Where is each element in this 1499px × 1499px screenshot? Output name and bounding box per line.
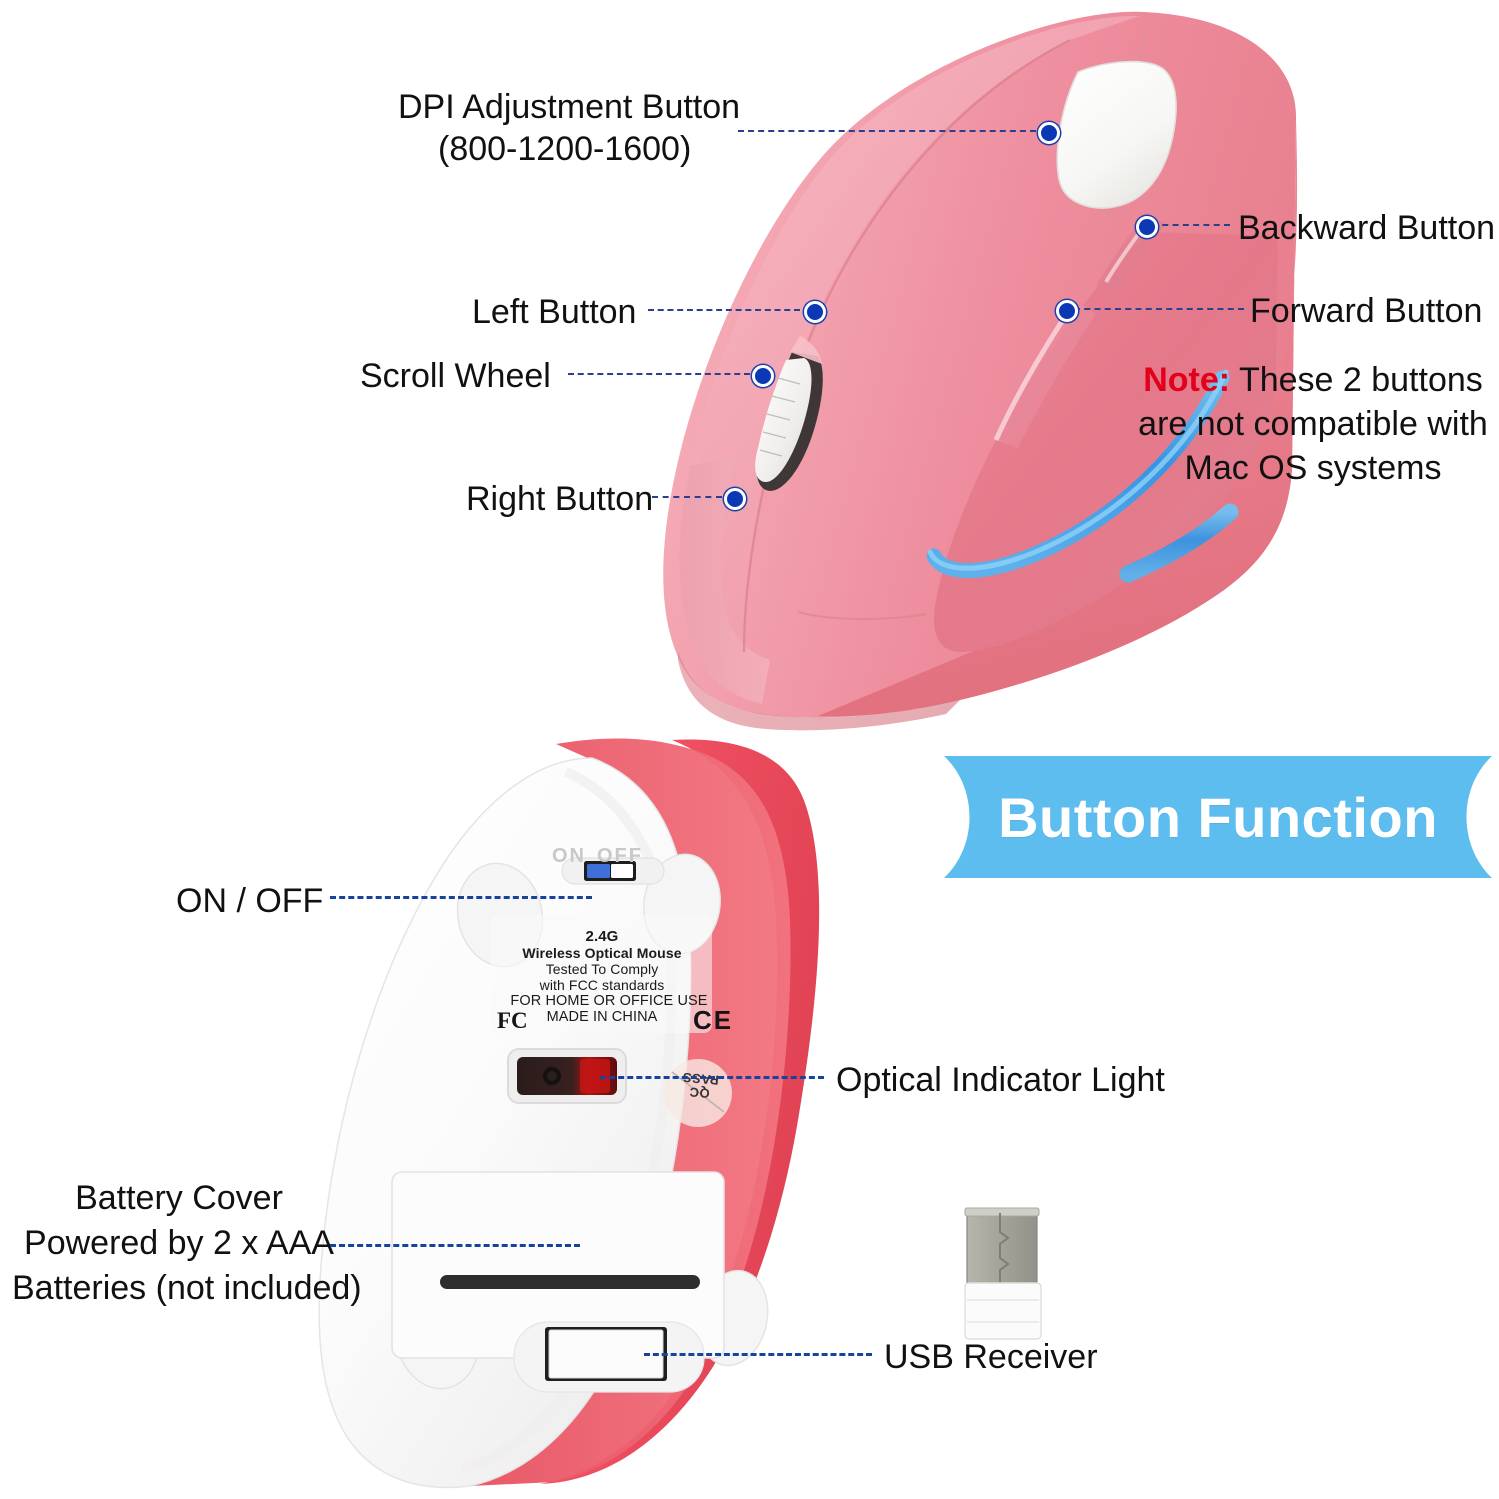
dpi-label-line1: DPI Adjustment Button	[398, 88, 741, 126]
fcc-mark-icon: FC	[497, 1008, 528, 1033]
callout-dot-left-button[interactable]	[804, 301, 826, 323]
leader-optical-indicator	[600, 1076, 824, 1079]
leader-backward	[1152, 224, 1230, 226]
leader-on-off	[330, 896, 592, 899]
label-right-button: Right Button	[466, 480, 654, 518]
label-line-3: Tested To Comply	[545, 961, 659, 977]
label-line-2: Wireless Optical Mouse	[522, 945, 682, 961]
label-dpi-adjustment-button: DPI Adjustment Button (800-1200-1600)	[398, 86, 740, 170]
label-forward-button: Forward Button	[1250, 292, 1483, 330]
leader-right-button	[652, 496, 722, 498]
label-left-button: Left Button	[472, 293, 637, 331]
usb-dongle-body	[964, 1282, 1042, 1340]
note-line1: Note: These 2 buttons	[1138, 358, 1488, 402]
leader-forward	[1074, 308, 1244, 310]
dpi-label-line2: (800-1200-1600)	[438, 130, 692, 169]
label-optical-indicator-light: Optical Indicator Light	[836, 1061, 1165, 1099]
usb-connector-metal	[966, 1212, 1038, 1286]
note-line3: Mac OS systems	[1184, 449, 1442, 488]
callout-dot-forward-button[interactable]	[1056, 300, 1078, 322]
button-function-banner: Button Function	[944, 752, 1492, 882]
battery-line-1: Battery Cover	[75, 1179, 283, 1217]
callout-dot-scroll-wheel[interactable]	[752, 365, 774, 387]
switch-off-mark: OFF	[597, 845, 643, 867]
note-prefix: Note:	[1143, 361, 1231, 399]
switch-on-mark: ON	[552, 845, 586, 867]
label-line-1: 2.4G	[585, 928, 619, 945]
mac-compatibility-note: Note: These 2 buttons are not compatible…	[1138, 358, 1488, 491]
label-line-4: with FCC standards	[539, 977, 665, 993]
label-scroll-wheel: Scroll Wheel	[360, 357, 551, 395]
callout-dot-dpi-adjustment-button[interactable]	[1038, 122, 1060, 144]
leader-scroll-wheel	[568, 373, 750, 375]
leader-dpi	[738, 130, 1036, 132]
callout-dot-backward-button[interactable]	[1136, 216, 1158, 238]
callout-dot-right-button[interactable]	[724, 488, 746, 510]
banner-title: Button Function	[998, 785, 1438, 849]
note-line2: are not compatible with	[1138, 405, 1488, 444]
banner-ribbon-shape	[944, 756, 1492, 878]
label-backward-button: Backward Button	[1238, 209, 1496, 247]
product-compliance-label: 2.4G Wireless Optical Mouse Tested To Co…	[492, 928, 712, 1025]
label-line-6: MADE IN CHINA	[546, 1009, 658, 1025]
ce-mark-icon: CE	[693, 1005, 734, 1035]
leader-left-button	[648, 309, 800, 311]
label-line-5: FOR HOME OR OFFICE USE	[510, 993, 708, 1009]
leader-usb-receiver	[644, 1353, 872, 1356]
note-line1-text: These 2 buttons	[1230, 361, 1483, 399]
label-usb-receiver: USB Receiver	[884, 1338, 1098, 1376]
battery-line-2: Powered by 2 x AAA	[24, 1223, 334, 1262]
leader-battery-cover	[330, 1244, 580, 1247]
qc-pass-sticker: QC PASS	[675, 1070, 725, 1101]
label-battery-cover: Battery Cover Powered by 2 x AAA Batteri…	[12, 1176, 362, 1311]
label-on-off: ON / OFF	[176, 882, 324, 920]
battery-line-3: Batteries (not included)	[12, 1268, 362, 1307]
